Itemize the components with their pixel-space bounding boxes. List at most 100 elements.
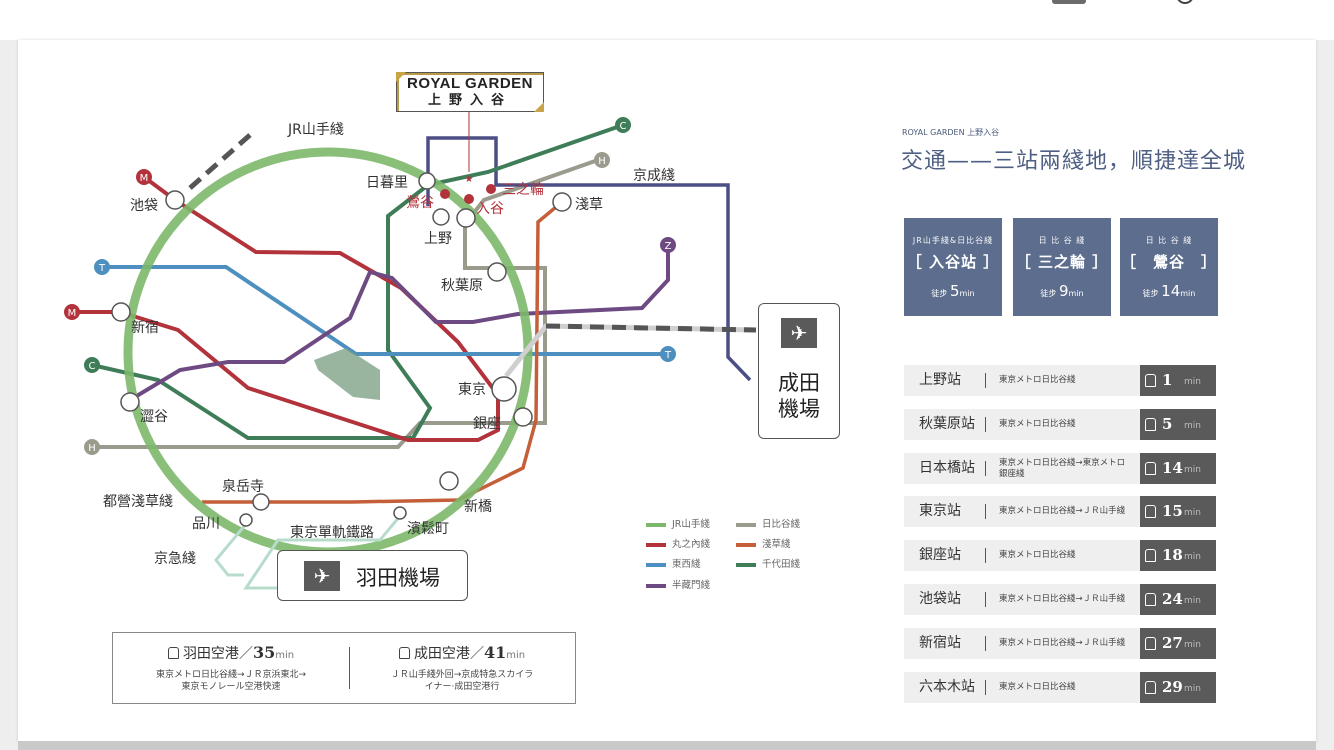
train-icon (1145, 637, 1156, 650)
row-station: 池袋站 (919, 591, 961, 607)
legend-item: 東西綫 (646, 556, 701, 570)
label-ginza: 銀座 (473, 416, 501, 432)
svg-text:H: H (598, 156, 606, 167)
train-icon (167, 647, 179, 659)
haneda-route-line1: 東京メトロ日比谷綫→ＪＲ京浜東北→ (155, 670, 307, 680)
legend-label: 東西綫 (672, 559, 701, 570)
train-icon (1145, 681, 1156, 694)
row-unit: min (1184, 465, 1201, 475)
card-walk-label: 徒步 (1142, 289, 1159, 298)
station-node-ueno (432, 208, 450, 226)
haneda-access-slash: ／ (238, 646, 253, 662)
row-divider (985, 636, 986, 651)
line-legend: JR山手綫 丸之內綫 東西綫 半藏門綫 日比谷綫 淺草綫 千代田綫 (646, 516, 846, 596)
row-minutes: 1 (1162, 371, 1173, 389)
station-node-iriya (464, 194, 474, 204)
row-route: 東京メトロ日比谷綫→ＪＲ山手綫 (999, 506, 1126, 516)
document-page: M M T T C C H H Z (18, 40, 1316, 742)
browser-top-bar (0, 0, 1334, 40)
narita-access-unit: min (506, 650, 526, 661)
row-minutes: 15 (1162, 502, 1183, 520)
row-station: 新宿站 (919, 635, 961, 651)
svg-text:T: T (98, 263, 106, 274)
train-icon (1145, 593, 1156, 606)
brand-caption: ROYAL GARDEN 上野入谷 (902, 128, 1000, 137)
legend-item: 日比谷綫 (736, 516, 800, 530)
row-station: 東京站 (919, 503, 961, 519)
row-station: 日本橋站 (919, 460, 975, 476)
legend-swatch (646, 522, 666, 527)
label-sengakuji: 泉岳寺 (222, 478, 264, 495)
label-ueno: 上野 (424, 231, 452, 247)
row-unit: min (1184, 640, 1201, 650)
row-route: 東京メトロ日比谷綫 (999, 419, 1076, 429)
row-station: 六本木站 (919, 679, 975, 695)
table-row: 秋葉原站 東京メトロ日比谷綫 5 min (904, 409, 1216, 440)
line-marker-t1: T (94, 259, 110, 275)
label-uguisudani: 鶯谷 (406, 195, 434, 211)
legend-label: 淺草綫 (762, 539, 791, 550)
search-icon[interactable] (1176, 0, 1194, 4)
row-route: 東京メトロ日比谷綫→ＪＲ山手綫 (999, 638, 1126, 648)
label-jr-yamanote: JR山手綫 (287, 122, 344, 138)
toolbar-button[interactable] (1052, 0, 1086, 4)
svg-text:M: M (68, 308, 77, 319)
row-station: 上野站 (919, 372, 961, 388)
row-station: 銀座站 (919, 547, 961, 563)
legend-swatch (736, 562, 756, 567)
legend-label: JR山手綫 (672, 519, 710, 530)
svg-text:C: C (89, 361, 96, 372)
train-icon (1145, 418, 1156, 431)
airplane-icon: ✈ (304, 561, 340, 591)
card-walk-minutes: 5 (949, 282, 960, 300)
row-route: 東京メトロ日比谷綫 (999, 682, 1076, 692)
chiyoda-line (91, 123, 624, 440)
row-minutes: 18 (1162, 546, 1183, 564)
row-unit: min (1184, 421, 1201, 431)
row-route: 東京メトロ日比谷綫 (999, 550, 1076, 560)
royal-garden-logo: ROYAL GARDEN 上野入谷 (396, 72, 544, 112)
station-node-akihabara (487, 262, 507, 282)
line-marker-m1: M (136, 169, 152, 185)
haneda-route-line2: 東京モノレール空港快速 (181, 682, 281, 692)
label-keisei: 京成綫 (633, 168, 675, 184)
narita-airport-box: ✈ 成田 機場 (758, 303, 840, 439)
row-divider (985, 504, 986, 519)
station-node-hamamatsucho (393, 506, 407, 520)
narita-route-line1: ＪＲ山手綫外回→京成特急スカイラ (390, 670, 534, 680)
row-minutes: 5 (1162, 415, 1173, 433)
row-divider (985, 373, 986, 388)
row-route: 東京メトロ日比谷綫→ＪＲ山手綫 (999, 594, 1126, 604)
row-unit: min (1184, 684, 1201, 694)
station-card-minowa: 日 比 谷 綫 ［ 三之輪 ］ 徒步 9min (1013, 218, 1111, 316)
line-marker-m2: M (64, 304, 80, 320)
row-station: 秋葉原站 (919, 416, 975, 432)
jr-dashed-branch (188, 133, 252, 190)
haneda-airport-box: ✈ 羽田機場 (277, 550, 468, 601)
line-marker-t2: T (660, 346, 676, 362)
train-icon (1145, 374, 1156, 387)
narita-label: 成田 機場 (759, 370, 839, 422)
card-walk-unit: min (959, 289, 975, 298)
station-node-nippori (418, 172, 436, 190)
marunouchi-line (72, 175, 500, 442)
station-node-shinjuku (111, 302, 131, 322)
label-shibuya: 澀谷 (140, 409, 168, 425)
imperial-palace-shape (314, 348, 380, 400)
svg-text:H: H (88, 443, 96, 454)
card-line: JR山手綫&日比谷綫 (912, 236, 994, 245)
keikyu-line (214, 523, 248, 577)
row-minutes: 24 (1162, 590, 1183, 608)
legend-item: 淺草綫 (736, 536, 791, 550)
station-card-iriya: JR山手綫&日比谷綫 ［ 入谷站 ］ 徒步 5min (904, 218, 1002, 316)
station-node-iriya-ring (456, 208, 476, 228)
card-walk-unit: min (1068, 289, 1084, 298)
